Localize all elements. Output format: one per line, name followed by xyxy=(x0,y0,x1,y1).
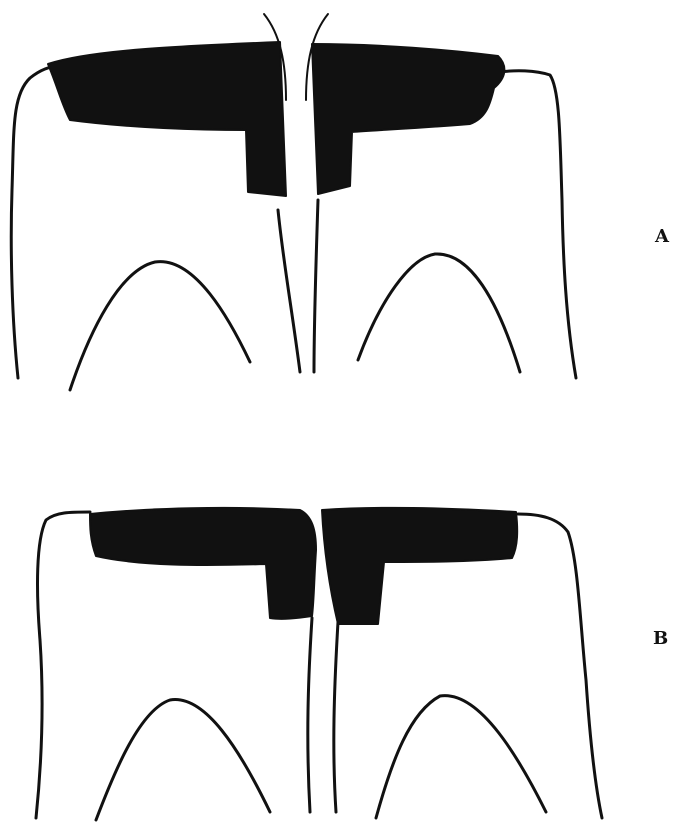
figure-a-left-tooth-inner-curve xyxy=(70,262,250,390)
figure-b-right-root-line xyxy=(334,622,338,812)
figure-b-left-tooth-inner-curve xyxy=(96,700,270,820)
figure-a-right-filling xyxy=(312,44,504,194)
figure-b-left-tooth-outline xyxy=(36,512,90,818)
figure-a-right-tooth-inner-curve xyxy=(358,254,520,372)
figure-label-a: A xyxy=(655,228,669,246)
figure-b-left-filling xyxy=(90,508,316,619)
figure-a-left-filling xyxy=(48,42,286,196)
figure-a-right-tooth-outline xyxy=(500,71,576,378)
figure-b-right-tooth-inner-curve xyxy=(376,696,546,818)
figure-b-left-root-line xyxy=(308,618,312,812)
figure-b-right-filling xyxy=(322,508,517,624)
figure-a-left-root-line xyxy=(278,210,300,372)
figure-b-right-tooth-outline xyxy=(518,514,602,818)
figure-a-right-root-line xyxy=(314,200,318,372)
figure-label-b: B xyxy=(653,630,668,648)
figure-a xyxy=(11,12,576,390)
figure-b xyxy=(36,508,602,820)
